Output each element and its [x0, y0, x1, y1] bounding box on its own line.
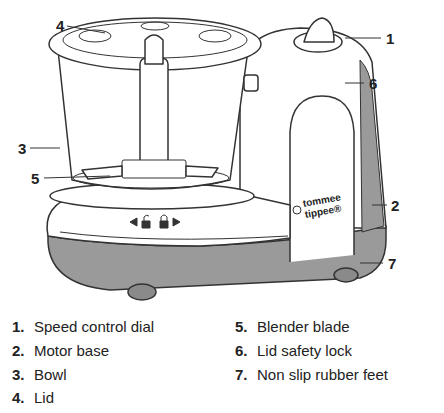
- bowl: [58, 50, 248, 189]
- callout-number: 6: [369, 75, 377, 92]
- motor-arch: [290, 96, 354, 262]
- logo-mark: [293, 206, 301, 214]
- callout-number: 4: [56, 17, 64, 34]
- legend-number: 3.: [12, 366, 25, 383]
- part-name: Bowl: [34, 366, 67, 383]
- lid: [49, 18, 261, 70]
- lid-slot: [199, 30, 231, 42]
- dial-knob: [304, 18, 334, 42]
- lid-slot: [141, 22, 169, 30]
- rubber-foot: [128, 284, 156, 300]
- legend-number: 6.: [235, 342, 248, 359]
- blade-hub: [122, 160, 186, 178]
- rubber-foot: [334, 268, 358, 282]
- callout-number: 2: [391, 197, 399, 214]
- part-name: Blender blade: [257, 318, 350, 335]
- callout-number: 3: [18, 140, 26, 157]
- lid-slot: [79, 30, 111, 42]
- base-front-line: [60, 232, 288, 239]
- legend-number: 5.: [235, 318, 248, 335]
- callout-number: 7: [388, 255, 396, 272]
- legend-number: 1.: [12, 318, 25, 335]
- blade: [186, 166, 218, 177]
- part-name: Speed control dial: [34, 318, 154, 335]
- legend-number: 4.: [12, 389, 25, 406]
- part-name: Lid: [34, 389, 54, 406]
- part-name: Motor base: [34, 342, 109, 359]
- leader-lines: [30, 26, 387, 263]
- lock-icons: [130, 215, 180, 228]
- part-name: Non slip rubber feet: [257, 366, 388, 383]
- tower-side: [360, 60, 384, 232]
- legend-number: 7.: [235, 366, 248, 383]
- lid-lock: [244, 75, 258, 91]
- blade-shaft: [140, 58, 168, 176]
- callout-number: 5: [31, 170, 39, 187]
- legend-number: 2.: [12, 342, 25, 359]
- callout-number: 1: [386, 30, 394, 47]
- shaft-knob: [145, 35, 163, 64]
- part-name: Lid safety lock: [257, 342, 352, 359]
